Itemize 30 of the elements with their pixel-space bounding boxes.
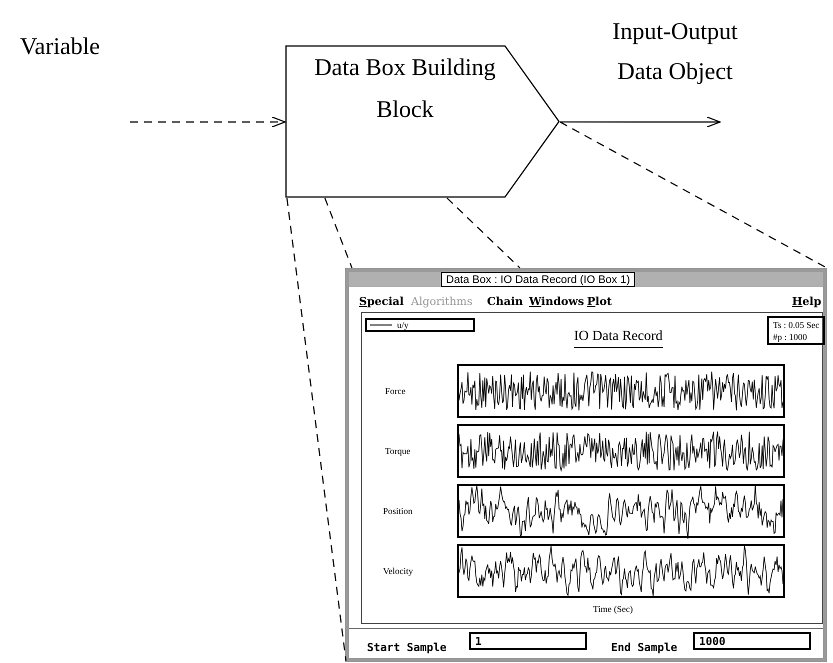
axis-label: Time (Sec): [593, 603, 633, 616]
field-label: End Sample: [611, 640, 678, 656]
axis-label: Velocity: [383, 565, 413, 578]
edge-label: Variable: [20, 33, 101, 62]
block-label: Data Box Building Block: [313, 54, 497, 125]
projection-line: [446, 198, 520, 268]
input-field: 1000: [693, 632, 811, 650]
window-title: Data Box : IO Data Record (IO Box 1): [441, 272, 636, 287]
projection-line: [324, 198, 353, 268]
edge-label: Input-Output Data Object: [611, 18, 739, 87]
axis-label: Force: [385, 385, 406, 398]
arrow: [130, 116, 286, 128]
menu-item: Algorithms: [411, 294, 472, 310]
menu-item: Special: [359, 294, 404, 310]
menu-item: Plot: [587, 294, 612, 310]
field-label: Start Sample: [367, 640, 446, 656]
projection-line: [286, 198, 347, 661]
plot-title: IO Data Record: [574, 326, 663, 348]
app-window: [345, 268, 827, 662]
legend-text: u/y: [397, 319, 409, 332]
info-text: #p : 1000: [773, 331, 808, 344]
input-field: 1: [469, 632, 587, 650]
arrow: [560, 116, 721, 128]
axis-label: Torque: [385, 445, 410, 458]
projection-line: [560, 121, 828, 269]
menu-item: Chain: [487, 294, 524, 310]
menu-item: Help: [792, 294, 822, 310]
info-text: Ts : 0.05 Sec: [773, 319, 820, 332]
axis-label: Position: [383, 505, 413, 518]
menu-item: Windows: [529, 294, 584, 310]
